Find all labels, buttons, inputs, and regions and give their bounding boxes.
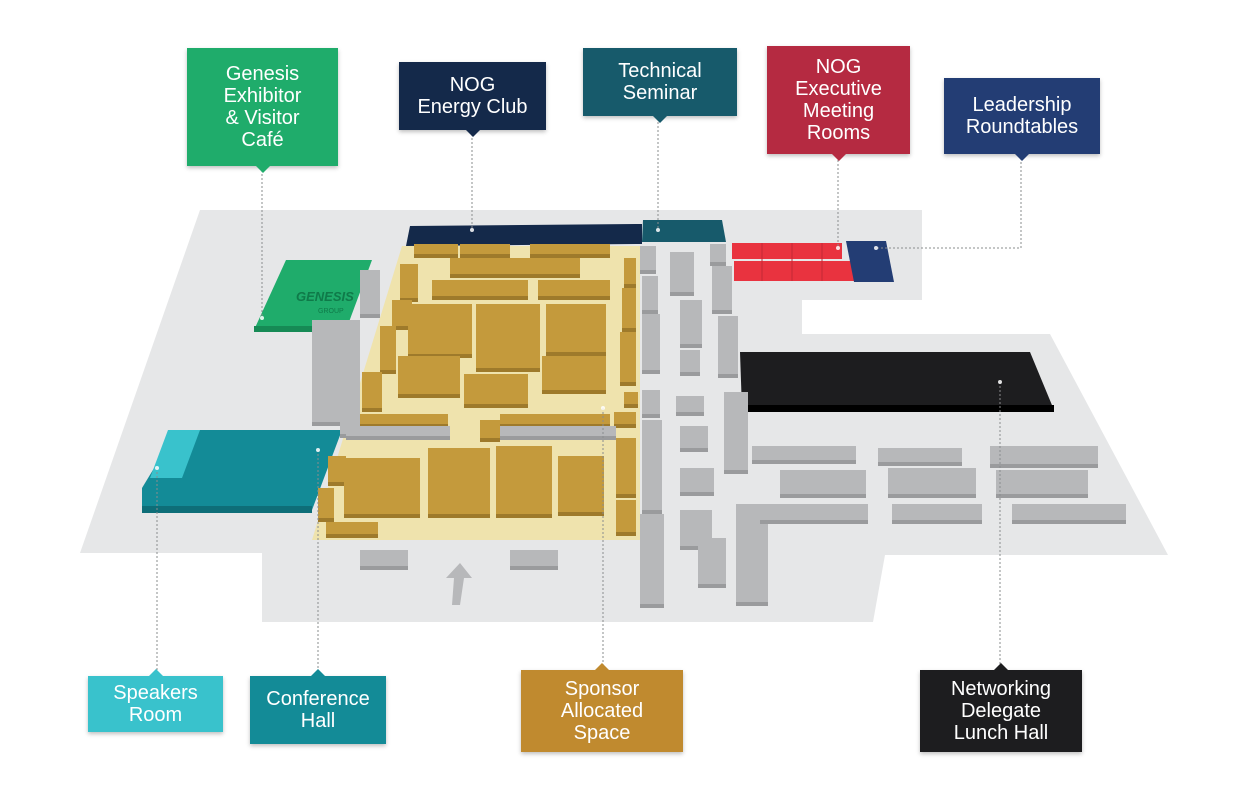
sponsor-booth [428,448,490,518]
grey-block [640,246,656,274]
grey-block [360,550,408,570]
grey-block [680,426,708,452]
grey-blocks-layer [312,244,1126,608]
technical-seminar-label[interactable]: Technical Seminar [583,48,737,123]
sponsor-booth [620,332,636,386]
grey-block [500,426,616,440]
sponsor-booth [546,304,606,356]
grey-block [878,448,962,466]
sponsor-booth [558,456,604,516]
sponsor-booth [380,326,396,374]
sponsor-booth [344,458,420,518]
grey-block [760,504,868,524]
sponsor-booth [530,244,610,258]
conference-hall-label[interactable]: Conference Hall [250,669,386,744]
sponsor-booth [614,412,636,428]
sponsor-booth [432,280,528,300]
sponsor-booth [362,372,382,412]
sponsor-booth [476,304,540,372]
grey-block [698,538,726,588]
sponsor-booth [538,280,610,300]
grey-block [312,320,360,426]
sponsor-booth [480,420,500,442]
sponsor-booth [398,356,460,398]
sponsor-booth [496,446,552,518]
genesis-logo: GENESIS [296,289,354,304]
sponsor-booth [622,288,636,332]
sponsor-booth [328,456,346,486]
sponsor-booth [464,374,528,408]
booths-layer [318,244,638,538]
grey-block [990,446,1098,468]
svg-text:GROUP: GROUP [318,308,344,315]
grey-block [642,314,660,374]
grey-block [712,266,732,314]
executive-meeting-rooms-label[interactable]: NOG Executive Meeting Rooms [767,46,910,161]
grey-block [724,392,748,474]
sponsor-booth [542,356,606,394]
entrance-arrow-icon [446,563,472,605]
sponsor-booth [624,258,636,288]
sponsor-booth [392,300,412,330]
sponsor-booth [460,244,510,258]
grey-block [996,470,1088,498]
connector-dots [155,228,1002,470]
technical-seminar-zone[interactable] [642,220,726,242]
grey-block [1012,504,1126,524]
sponsor-booth [326,522,378,538]
sponsor-booth [348,414,448,428]
sponsor-booth [500,414,610,428]
grey-block [642,420,662,514]
sponsor-booth [450,258,580,278]
leadership-roundtables-zone[interactable] [846,241,894,282]
grey-block [680,468,714,496]
grey-block [680,300,702,348]
executive-meeting-rooms[interactable] [732,243,856,281]
sponsor-booth [414,244,458,258]
networking-lunch-hall-label[interactable]: Networking Delegate Lunch Hall [920,663,1082,752]
sponsor-booth [624,392,638,408]
grey-block [680,350,700,376]
nog-energy-club-label[interactable]: NOG Energy Club [399,62,546,137]
grey-block [642,390,660,418]
speakers-room-label[interactable]: Speakers Room [88,669,223,732]
grey-block [718,316,738,378]
speakers-room-zone[interactable] [150,430,200,478]
grey-block [752,446,856,464]
grey-block [642,276,658,314]
networking-lunch-hall-zone[interactable] [740,352,1054,410]
grey-block [710,244,726,266]
sponsor-booth [400,264,418,302]
connector-lines [156,118,1022,674]
grey-block [510,550,558,570]
nog-energy-club-zone[interactable] [406,224,642,246]
grey-block [670,252,694,296]
sponsor-booth [318,488,334,522]
sponsor-space-label[interactable]: Sponsor Allocated Space [521,663,683,752]
sponsor-booth [616,438,636,498]
grey-block [360,270,380,318]
grey-block [892,504,982,524]
genesis-cafe-label[interactable]: Genesis Exhibitor & Visitor Café [187,48,338,173]
grey-block [346,426,450,440]
grey-block [640,514,664,608]
grey-block [780,470,866,498]
leadership-roundtables-label[interactable]: Leadership Roundtables [944,78,1100,161]
grey-block [888,468,976,498]
grey-block [676,396,704,416]
sponsor-booth [408,304,472,358]
sponsor-booth [616,500,636,536]
